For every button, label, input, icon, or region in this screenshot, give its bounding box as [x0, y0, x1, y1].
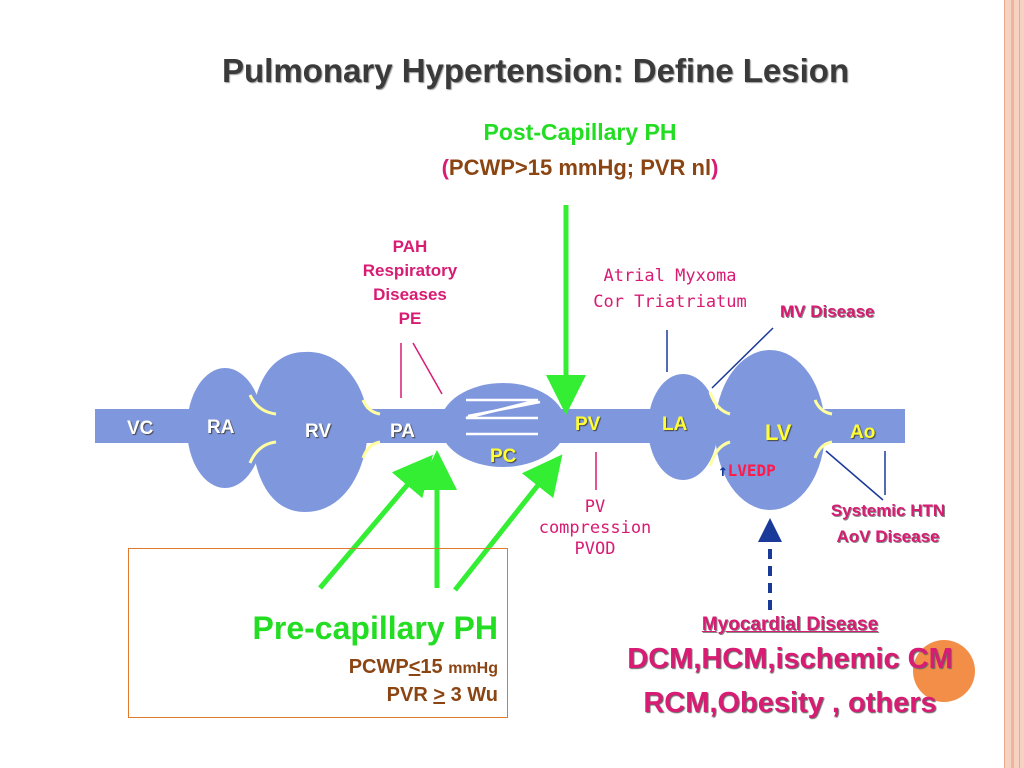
lvedp-label: ↑LVEDP	[718, 461, 776, 480]
cause-cor-triatriatum: Cor Triatriatum	[593, 292, 747, 312]
lvedp-text: LVEDP	[727, 461, 776, 480]
label-ra: RA	[207, 417, 235, 438]
label-ao: Ao	[850, 422, 876, 443]
pre-capillary-causes: PAH Respiratory Diseases PE	[340, 235, 480, 331]
pcwp-unit: mmHg	[448, 660, 498, 677]
lv-chamber	[715, 350, 825, 510]
label-la: LA	[662, 414, 688, 435]
mv-disease-label: MV Disease	[780, 302, 875, 321]
atrial-causes: Atrial Myxoma Cor Triatriatum	[565, 263, 775, 315]
decorative-orange-circle	[913, 640, 975, 702]
cause-pv: PV	[584, 497, 606, 517]
green-arrows	[318, 205, 586, 592]
paren-open: (	[441, 155, 449, 180]
myocardial-title: Myocardial Disease	[701, 614, 879, 635]
frame-stripe-line-1	[1004, 0, 1005, 768]
cause-atrial-myxoma: Atrial Myxoma	[603, 266, 737, 286]
pre-capillary-pvr: PVR > 3 Wu	[250, 684, 498, 707]
frame-stripe-line-2	[1019, 0, 1020, 768]
cause-pvod: PVOD	[574, 539, 616, 559]
cause-respiratory: Respiratory	[362, 261, 458, 280]
pvr-value: 3 Wu	[445, 684, 498, 706]
label-pv: PV	[575, 414, 601, 435]
label-vc: VC	[127, 418, 154, 439]
pvr-op: >	[433, 684, 446, 706]
pv-causes: PV compression PVOD	[510, 497, 680, 560]
ra-chamber	[187, 368, 263, 488]
capillary-zigzag	[465, 398, 541, 436]
post-capillary-title: Post-Capillary PH	[483, 119, 677, 145]
pre-capillary-pcwp: PCWP<15 mmHg	[250, 656, 498, 679]
label-rv: RV	[305, 421, 332, 442]
pcwp-op: <	[408, 656, 421, 678]
frame-stripe-inner	[1011, 0, 1014, 768]
cause-compression: compression	[538, 518, 652, 538]
pvr-prefix: PVR	[386, 684, 434, 706]
pcwp-prefix: PCWP	[348, 656, 409, 678]
label-lv: LV	[765, 420, 792, 445]
systemic-causes: Systemic HTN AoV Disease	[808, 498, 968, 550]
cause-systemic-htn: Systemic HTN	[830, 501, 946, 520]
slide-title: Pulmonary Hypertension: Define Lesion	[222, 52, 850, 89]
myocardial-line-1: DCM,HCM,ischemic CM	[627, 643, 953, 675]
pre-capillary-title: Pre-capillary PH	[252, 610, 498, 646]
rv-chamber	[252, 351, 369, 512]
label-pc: PC	[490, 446, 517, 467]
post-capillary-criteria-text: PCWP>15 mmHg; PVR nl	[448, 155, 712, 180]
pre-capillary-box	[128, 548, 508, 718]
pointer-lines	[400, 342, 597, 490]
navy-pointer-lines	[666, 327, 886, 501]
cause-pe: PE	[398, 309, 422, 328]
post-capillary-criteria: (PCWP>15 mmHg; PVR nl)	[380, 155, 780, 181]
up-arrow-icon: ↑	[718, 461, 728, 480]
cause-aov-disease: AoV Disease	[836, 527, 940, 546]
valves	[248, 391, 833, 467]
paren-close: )	[711, 155, 719, 180]
cause-pah: PAH	[392, 237, 428, 256]
label-pa: PA	[390, 421, 415, 442]
myocardial-line-2: RCM,Obesity , others	[643, 687, 937, 719]
pcwp-value: 15	[420, 656, 449, 678]
la-chamber	[648, 374, 718, 480]
cause-diseases: Diseases	[373, 285, 447, 304]
